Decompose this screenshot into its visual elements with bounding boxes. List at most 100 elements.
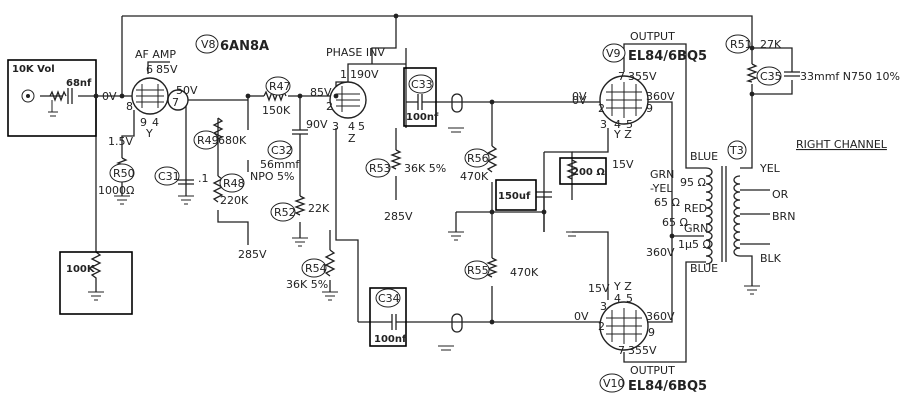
tube-v8	[131, 77, 189, 115]
input-cap-value: 68nf	[66, 78, 92, 89]
r100k-value: 100K	[66, 264, 96, 275]
v8-sym-y: Y	[145, 127, 153, 140]
c33-box	[403, 67, 437, 127]
c33-ref: C33	[411, 78, 433, 91]
r47-value: 150K	[262, 104, 291, 117]
c34-box	[369, 287, 407, 347]
r52-value: 22K	[308, 202, 330, 215]
v10-ref: V10	[603, 377, 625, 390]
v8-plate2-voltage: 50V	[176, 84, 198, 97]
r53-ref: R53	[369, 162, 391, 175]
c33-value: 100nf	[406, 112, 439, 123]
v10-pin-2: 2	[598, 320, 605, 333]
capacitors	[67, 71, 800, 330]
r51-ref: R51	[730, 38, 752, 51]
resistor-r56	[486, 145, 498, 173]
r54-value: 36K 5%	[286, 278, 328, 291]
v10-pin-7: 7	[618, 344, 625, 357]
volume-pot	[49, 90, 67, 102]
c32-value: 56mmf	[260, 158, 300, 171]
primary-blue-top: BLUE	[690, 150, 718, 163]
r48-value: 220K	[220, 194, 249, 207]
pi-pin-3: 3	[332, 120, 339, 133]
v10-function: OUTPUT	[630, 364, 675, 377]
c35-ref: C35	[760, 70, 782, 83]
c35-value: 33mmf N750 10%	[800, 70, 900, 83]
secondary-brn: BRN	[772, 210, 795, 223]
v10-sym: Y Z	[613, 280, 632, 293]
resistor-r52	[294, 195, 306, 216]
primary-yel: -YEL	[650, 182, 673, 195]
r49-value: 680K	[218, 134, 247, 147]
ground-symbols	[48, 93, 774, 351]
resistor-r54	[324, 249, 336, 277]
v9-ref: V9	[606, 47, 621, 60]
output-transformer-t3: T3	[705, 140, 753, 286]
r51-value: 27K	[760, 38, 782, 51]
v8-ref: V8	[201, 38, 216, 51]
resistor-r55	[486, 257, 498, 278]
r48-ref: R48	[223, 177, 245, 190]
v0-net-a: 0V	[572, 94, 587, 107]
r200-value: 200 Ω	[572, 167, 605, 178]
v10-pin-9: 9	[648, 326, 655, 339]
resistor-200-ohm	[566, 159, 578, 180]
pi-pin-4: 4	[348, 120, 355, 133]
channel-label: RIGHT CHANNEL	[796, 138, 888, 151]
capacitor-input	[67, 88, 73, 104]
v10-type: EL84/6BQ5	[628, 379, 707, 394]
r52-ref: R52	[274, 206, 296, 219]
r50-ref: R50	[113, 167, 135, 180]
b-plus-285-a: 285V	[238, 248, 267, 261]
c150-box	[495, 179, 537, 211]
v9-pin-5: 5	[626, 118, 633, 131]
v10-screen-voltage: 360V	[646, 310, 675, 323]
secondary-blk: BLK	[760, 252, 782, 265]
b-plus-285-b: 285V	[384, 210, 413, 223]
pi-pin-1: 1	[340, 68, 347, 81]
tap-65-a: 65 Ω	[654, 196, 680, 209]
pi-cathode-voltage: 90V	[306, 118, 328, 131]
v8-pin-8: 8	[126, 100, 133, 113]
pi-pin-5: 5	[358, 120, 365, 133]
c150-value: 150uf	[498, 191, 531, 202]
r56-value: 470K	[460, 170, 489, 183]
c34-ref: C34	[378, 292, 400, 305]
c34-value: 100nf	[374, 334, 407, 345]
r53-value: 36K 5%	[404, 162, 446, 175]
v10-grid-voltage: 0V	[574, 310, 589, 323]
r49-ref: R49	[197, 134, 219, 147]
v8-pin-7: 7	[172, 96, 179, 109]
v9-pin-7: 7	[618, 70, 625, 83]
v8-cathode-voltage: 1.5V	[108, 135, 133, 148]
primary-red: RED	[684, 202, 707, 215]
shield-markers	[451, 93, 463, 333]
v9-sym: Y Z	[613, 128, 632, 141]
v10-pin-5: 5	[626, 292, 633, 305]
bplus-360-a: 360V	[646, 246, 675, 259]
primary-grn-2: GRN	[684, 222, 708, 235]
v8-anode-voltage: 85V	[156, 63, 178, 76]
t3-ref: T3	[729, 144, 744, 157]
v8-type: 6AN8A	[220, 39, 269, 54]
v9-grid-voltage: 0V	[572, 90, 587, 103]
resistor-100k	[90, 251, 102, 292]
pi-anode-voltage: 190V	[350, 68, 379, 81]
primary-grn: GRN	[650, 168, 674, 181]
v9-type: EL84/6BQ5	[628, 49, 707, 64]
tube-v9	[599, 75, 649, 125]
c31-value: .1	[198, 172, 209, 185]
labels: 10K Vol 68nf 100K 0V AF AMP V8 6AN8A 6 8…	[12, 30, 900, 394]
v10-pin-4: 4	[614, 292, 621, 305]
v8-pin-9: 9	[140, 116, 147, 129]
r200-box	[559, 157, 607, 185]
tap-65-b: 65 Ω	[662, 216, 688, 229]
secondary-or: OR	[772, 188, 789, 201]
pi-grid-voltage: 85V	[310, 86, 332, 99]
primary-blue-bottom: BLUE	[690, 262, 718, 275]
capacitor-150uf	[536, 191, 552, 232]
c32-ref: C32	[271, 144, 293, 157]
pi-pin-2: 2	[326, 100, 333, 113]
r47-ref: R47	[269, 80, 291, 93]
tube-v10	[599, 301, 649, 351]
